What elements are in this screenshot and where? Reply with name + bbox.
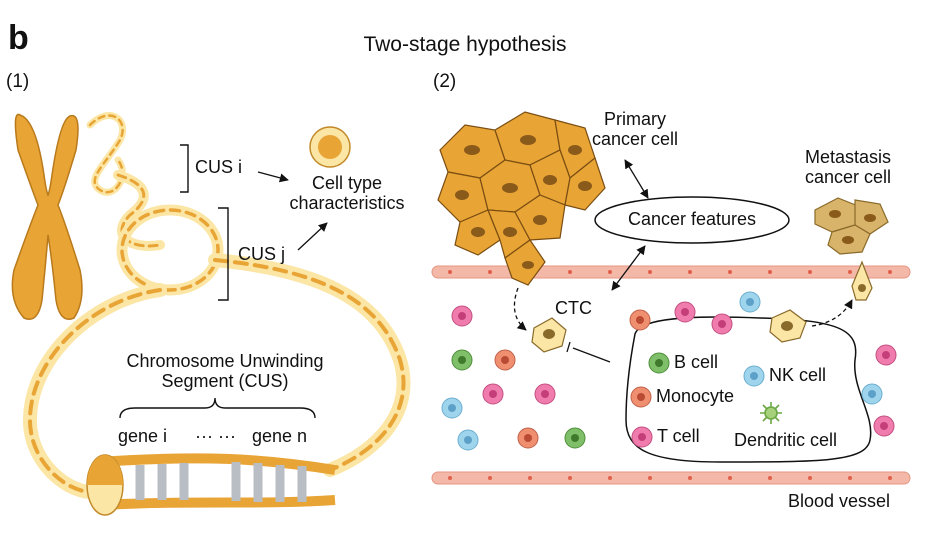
panel-2-label: (2): [433, 71, 457, 92]
vessel-wall-top: [431, 265, 911, 279]
cus-brackets: [119, 144, 316, 419]
primary-tumor: [437, 111, 606, 286]
cell-icon: [309, 126, 351, 168]
blood-cell: [564, 427, 586, 449]
blood-cell: [517, 427, 539, 449]
blood-cell: [873, 415, 895, 437]
arrow-cus-i: [257, 171, 289, 183]
arrow-cus-j: [297, 222, 328, 251]
blood-cell: [441, 397, 463, 419]
blood-cell: [534, 383, 556, 405]
gene-i-label: gene i: [118, 426, 168, 446]
immune-region: [625, 316, 872, 463]
cancer-features-label: Cancer features: [627, 209, 757, 229]
blood-cell: [629, 309, 651, 331]
primary-line2: cancer cell: [591, 128, 679, 149]
blood-cell: [482, 383, 504, 405]
arrow-intravasation: [513, 287, 527, 331]
dendritic-cell-label: Dendritic cell: [734, 430, 838, 450]
primary-line1: Primary: [604, 109, 666, 129]
primary-cancer-label: Primary cancer cell: [580, 109, 690, 150]
blood-cell: [711, 313, 733, 335]
metastasis-line2: cancer cell: [804, 166, 892, 187]
figure-title: Two-stage hypothesis: [363, 33, 567, 56]
metastasis-cancer-label: Metastasis cancer cell: [786, 147, 910, 188]
blood-cell: [861, 383, 883, 405]
gene-n-label: gene n: [252, 426, 308, 446]
arrow-primary-features: [624, 159, 649, 199]
ctc-cell: [851, 260, 873, 301]
cell-type-line1: Cell type: [311, 173, 383, 193]
blood-cell: [875, 344, 897, 366]
metastasis-line1: Metastasis: [804, 147, 892, 167]
blood-cell: [494, 349, 516, 371]
b-cell-icon: [648, 352, 670, 374]
inhibition-line: [566, 341, 611, 363]
panel-letter: b: [8, 19, 29, 57]
dendritic-cell-icon: [760, 402, 782, 424]
cus-name-line1: Chromosome Unwinding: [126, 351, 324, 371]
cell-type-label: Cell type characteristics: [282, 173, 412, 214]
blood-cell: [739, 291, 761, 313]
nk-cell-label: NK cell: [769, 365, 827, 385]
unwound-segment: [86, 453, 336, 516]
gene-dots: ··· ···: [195, 426, 236, 446]
blood-cell: [457, 429, 479, 451]
cell-type-line2: characteristics: [289, 192, 405, 213]
blood-cell: [451, 349, 473, 371]
t-cell-icon: [631, 426, 653, 448]
blood-cell: [451, 305, 473, 327]
ctc-label: CTC: [555, 298, 592, 318]
dna-strand: [22, 112, 411, 499]
panel-1-label: (1): [6, 71, 30, 92]
chromosome-icon: [11, 113, 83, 320]
nk-cell-icon: [743, 365, 765, 387]
monocyte-icon: [630, 386, 652, 408]
ctc-cell: [769, 309, 807, 343]
cus-name-line2: Segment (CUS): [161, 370, 289, 391]
ctc-cell: [531, 317, 567, 353]
arrow-extravasation: [811, 299, 853, 327]
t-cell-label: T cell: [657, 426, 700, 446]
arrow-ctc-features: [611, 245, 646, 291]
blood-cell: [674, 301, 696, 323]
cancer-features-ellipse: [594, 196, 790, 244]
monocyte-label: Monocyte: [656, 386, 735, 406]
metastasis-cluster: [814, 197, 889, 255]
blood-vessel-label: Blood vessel: [788, 491, 891, 511]
cus-name-label: Chromosome Unwinding Segment (CUS): [105, 351, 345, 392]
vessel-wall-bottom: [431, 471, 911, 485]
cus-i-label: CUS i: [195, 157, 243, 177]
b-cell-label: B cell: [674, 352, 719, 372]
cus-j-label: CUS j: [238, 244, 286, 264]
